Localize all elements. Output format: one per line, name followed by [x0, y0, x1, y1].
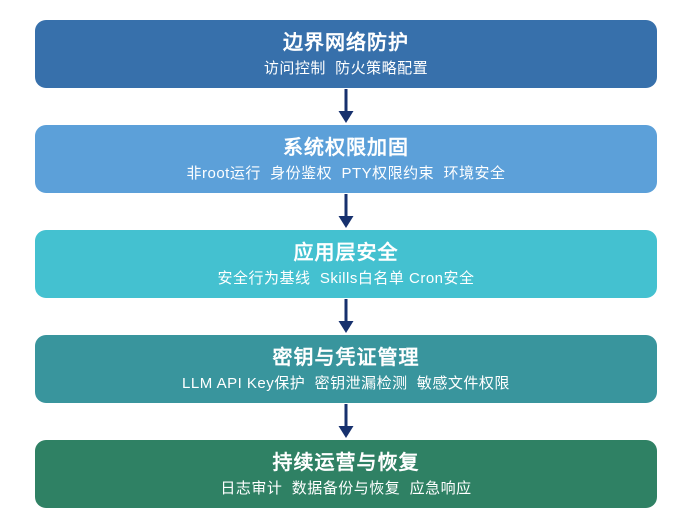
layer-items: 日志审计 数据备份与恢复 应急响应: [220, 479, 472, 497]
layer-perimeter-network: 边界网络防护 访问控制 防火策略配置: [35, 20, 657, 88]
layer-application-security: 应用层安全 安全行为基线 Skills白名单 Cron安全: [35, 230, 657, 298]
layer-operations-recovery: 持续运营与恢复 日志审计 数据备份与恢复 应急响应: [35, 440, 657, 508]
down-arrow-icon: [336, 403, 356, 440]
layer-items: LLM API Key保护 密钥泄漏检测 敏感文件权限: [182, 374, 510, 392]
layer-title: 边界网络防护: [283, 31, 409, 54]
layer-title: 系统权限加固: [283, 136, 409, 159]
layer-title: 密钥与凭证管理: [272, 346, 420, 369]
layer-system-permissions: 系统权限加固 非root运行 身份鉴权 PTY权限约束 环境安全: [35, 125, 657, 193]
layer-items: 访问控制 防火策略配置: [263, 59, 429, 77]
layer-title: 应用层安全: [293, 241, 399, 264]
layer-items: 非root运行 身份鉴权 PTY权限约束 环境安全: [186, 164, 506, 182]
down-arrow-icon: [336, 193, 356, 230]
layer-key-credential-management: 密钥与凭证管理 LLM API Key保护 密钥泄漏检测 敏感文件权限: [35, 335, 657, 403]
layer-title: 持续运营与恢复: [272, 451, 420, 474]
down-arrow-icon: [336, 88, 356, 125]
down-arrow-icon: [336, 298, 356, 335]
layer-items: 安全行为基线 Skills白名单 Cron安全: [217, 269, 475, 287]
